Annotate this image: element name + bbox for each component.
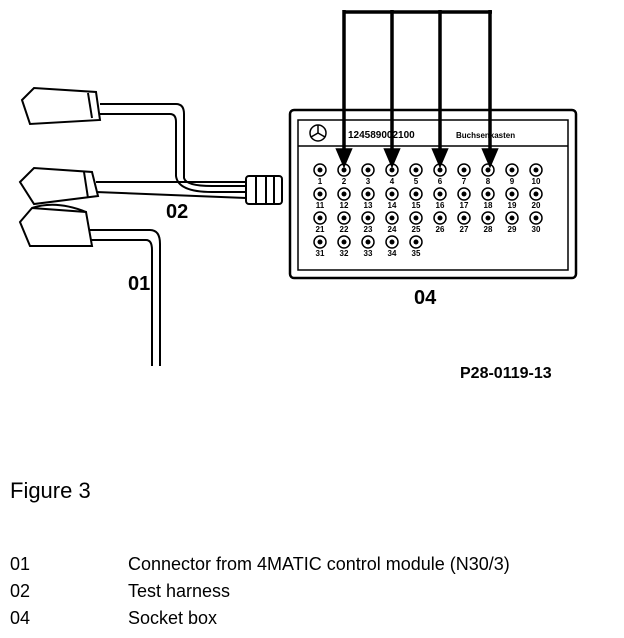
- socket-pin: [437, 215, 443, 221]
- legend-description: Connector from 4MATIC control module (N3…: [128, 554, 510, 574]
- socket-number: 16: [436, 201, 445, 210]
- socket-pin: [389, 239, 395, 245]
- socket-number: 1: [318, 177, 323, 186]
- socket-number: 33: [364, 249, 373, 258]
- part-number: 124589002100: [348, 130, 415, 141]
- socket-pin: [365, 191, 371, 197]
- socket-number: 18: [484, 201, 493, 210]
- socket-pin: [413, 167, 419, 173]
- socket-number: 20: [532, 201, 541, 210]
- middle-connector: [18, 166, 100, 206]
- socket-number: 4: [390, 177, 395, 186]
- arrow-head-icon: [481, 148, 499, 169]
- socket-number: 17: [460, 201, 469, 210]
- figure-title: Figure 3: [10, 478, 91, 503]
- socket-number: 24: [388, 225, 397, 234]
- socket-number: 6: [438, 177, 443, 186]
- callout-04: 04: [414, 287, 437, 309]
- socket-number: 30: [532, 225, 541, 234]
- socket-pin: [413, 191, 419, 197]
- box-label: Buchsenkasten: [456, 131, 515, 140]
- socket-pin: [413, 239, 419, 245]
- star-logo-icon: [309, 124, 327, 142]
- legend-code: 04: [10, 608, 31, 628]
- socket-pin: [389, 167, 395, 173]
- socket-pin: [317, 167, 323, 173]
- socket-pin: [413, 215, 419, 221]
- arrow-head-icon: [335, 148, 353, 169]
- socket-number: 25: [412, 225, 421, 234]
- socket-pin: [317, 191, 323, 197]
- round-plug: [245, 175, 283, 205]
- socket-pin: [389, 191, 395, 197]
- socket-number: 14: [388, 201, 397, 210]
- socket-pin: [341, 191, 347, 197]
- socket-pin: [485, 167, 491, 173]
- socket-number: 35: [412, 249, 421, 258]
- socket-pin: [437, 191, 443, 197]
- socket-number: 22: [340, 225, 349, 234]
- test-harness-cables: [90, 103, 247, 366]
- socket-number: 3: [366, 177, 371, 186]
- socket-number: 13: [364, 201, 373, 210]
- socket-number: 28: [484, 225, 493, 234]
- socket-pin: [389, 215, 395, 221]
- socket-number: 8: [486, 177, 491, 186]
- socket-pin: [461, 167, 467, 173]
- socket-pin: [317, 239, 323, 245]
- legend-description: Socket box: [128, 608, 218, 628]
- socket-number: 23: [364, 225, 373, 234]
- figure-reference: P28-0119-13: [460, 365, 552, 382]
- callout-01: 01: [128, 273, 150, 295]
- socket-pin: [461, 215, 467, 221]
- socket-pin: [533, 215, 539, 221]
- socket-number: 7: [462, 177, 467, 186]
- socket-pin: [485, 215, 491, 221]
- legend-code: 01: [10, 554, 31, 574]
- socket-number: 21: [316, 225, 325, 234]
- socket-pin: [509, 191, 515, 197]
- arrow-head-icon: [383, 148, 401, 169]
- socket-number: 12: [340, 201, 349, 210]
- connector-plugs: [18, 86, 102, 247]
- lower-connector: [18, 206, 94, 247]
- socket-pin: [533, 191, 539, 197]
- socket-number: 26: [436, 225, 445, 234]
- socket-pin: [509, 215, 515, 221]
- socket-number: 10: [532, 177, 541, 186]
- socket-number: 15: [412, 201, 421, 210]
- socket-number: 2: [342, 177, 347, 186]
- socket-pin: [341, 215, 347, 221]
- socket-number: 31: [316, 249, 325, 258]
- socket-pin: [341, 239, 347, 245]
- socket-number: 27: [460, 225, 469, 234]
- socket-number: 19: [508, 201, 517, 210]
- socket-pin: [437, 167, 443, 173]
- arrow-head-icon: [431, 148, 449, 169]
- socket-pin: [317, 215, 323, 221]
- measurement-arrows: [335, 10, 499, 169]
- upper-connector: [20, 86, 102, 126]
- callout-02: 02: [166, 201, 188, 223]
- socket-number: 34: [388, 249, 397, 258]
- socket-pin: [533, 167, 539, 173]
- socket-number: 9: [510, 177, 515, 186]
- legend-code: 02: [10, 581, 31, 601]
- socket-pin: [509, 167, 515, 173]
- socket-number: 5: [414, 177, 419, 186]
- socket-pin: [365, 215, 371, 221]
- socket-number: 11: [316, 201, 325, 210]
- socket-pin: [365, 239, 371, 245]
- legend-description: Test harness: [128, 581, 231, 601]
- socket-number: 32: [340, 249, 349, 258]
- socket-pin: [341, 167, 347, 173]
- socket-pin: [461, 191, 467, 197]
- socket-number: 29: [508, 225, 517, 234]
- socket-pin: [365, 167, 371, 173]
- socket-pin: [485, 191, 491, 197]
